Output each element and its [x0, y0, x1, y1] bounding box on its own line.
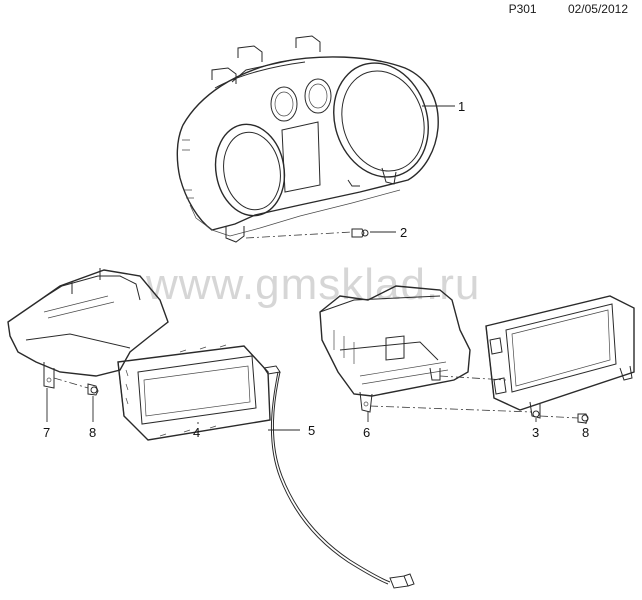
watermark: www.gmsklad.ru [145, 260, 480, 309]
callout-2: 2 [400, 225, 407, 240]
screw-part-8-right [539, 413, 589, 424]
callout-6: 6 [363, 425, 370, 440]
callout-8-right: 8 [582, 425, 589, 440]
small-display-module [117, 344, 271, 441]
alignment-line-lower [369, 405, 533, 413]
instrument-cluster [176, 35, 439, 243]
page-code: P301 [508, 2, 537, 16]
sheet-header: P301 02/05/2012 [481, 2, 628, 16]
callout-3: 3 [532, 425, 539, 440]
screw-part-2 [245, 228, 369, 239]
large-display-module [485, 295, 635, 419]
callout-4: 4 [193, 425, 200, 440]
callout-8-left: 8 [89, 425, 96, 440]
callout-5: 5 [308, 423, 315, 438]
screw-part-8-left [53, 377, 99, 396]
display-bracket [7, 268, 169, 389]
display-mounting-frame [319, 285, 471, 413]
sheet-date: 02/05/2012 [567, 2, 628, 16]
callout-1: 1 [458, 99, 465, 114]
callout-7: 7 [43, 425, 50, 440]
wiring-harness [263, 365, 415, 589]
